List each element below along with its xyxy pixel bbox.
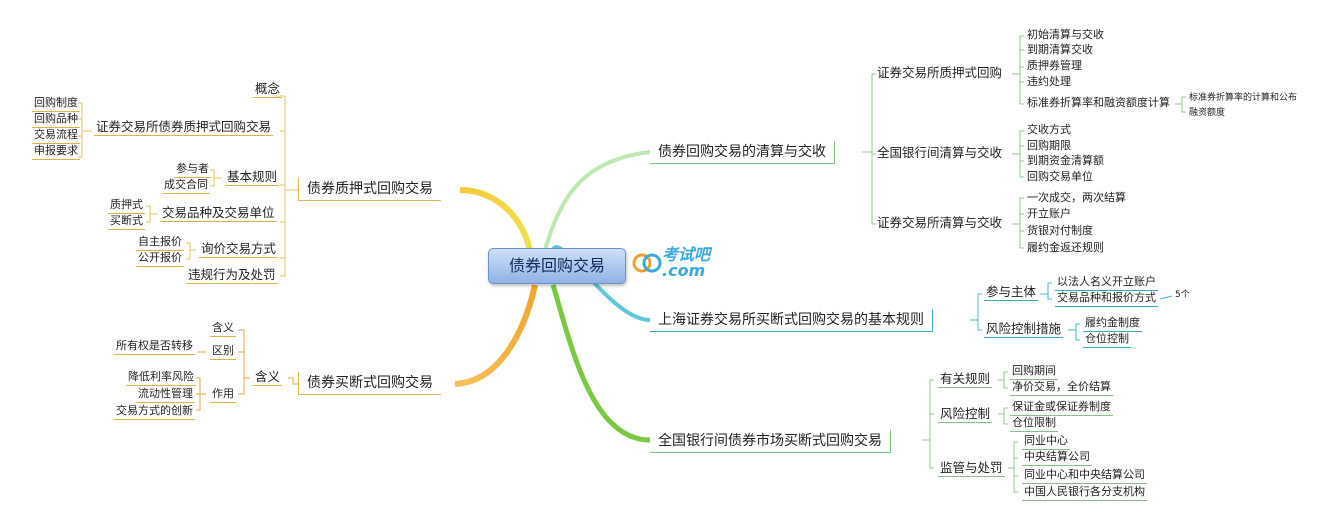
item-funds-amount[interactable]: 到期资金清算额 xyxy=(1027,154,1104,167)
item-innovation[interactable]: 交易方式的创新 xyxy=(114,404,195,420)
item-trade-flow[interactable]: 交易流程 xyxy=(32,128,80,144)
node-supervision[interactable]: 监管与处罚 xyxy=(938,460,1005,478)
logo-text: 考试吧 .com xyxy=(662,247,710,279)
node-risk-control[interactable]: 风险控制 xyxy=(938,406,993,424)
note-rate-publish[interactable]: 标准券折算率的计算和公布 xyxy=(1189,93,1298,103)
logo-circles-icon xyxy=(632,253,662,273)
node-sub-meaning[interactable]: 含义 xyxy=(210,321,236,337)
item-ownership-transfer[interactable]: 所有权是否转移 xyxy=(114,339,195,355)
node-clearing[interactable]: 债券回购交易的清算与交收 xyxy=(650,141,835,165)
node-interbank-outright[interactable]: 全国银行间债券市场买断式回购交易 xyxy=(650,430,891,454)
logo-domain: .com xyxy=(662,261,706,280)
item-collateral-mgmt[interactable]: 质押券管理 xyxy=(1027,59,1082,72)
logo-brand: 考试吧 xyxy=(662,245,711,264)
node-outright-repo[interactable]: 债券买断式回购交易 xyxy=(298,372,441,396)
node-exchange-clearing[interactable]: 证券交易所清算与交收 xyxy=(877,215,1003,230)
node-participants[interactable]: 参与主体 xyxy=(984,284,1039,302)
node-difference[interactable]: 区别 xyxy=(210,344,236,360)
node-violation[interactable]: 违规行为及处罚 xyxy=(186,267,278,285)
node-inquiry[interactable]: 询价交易方式 xyxy=(199,241,279,259)
item-maturity-clearing[interactable]: 到期清算交收 xyxy=(1027,43,1093,56)
node-risk-measures[interactable]: 风险控制措施 xyxy=(984,321,1064,339)
node-meaning[interactable]: 含义 xyxy=(253,369,283,387)
node-basic-rules[interactable]: 基本规则 xyxy=(225,169,280,187)
item-one-deal-two-settle[interactable]: 一次成交，两次结算 xyxy=(1027,191,1126,204)
kaoshiba-logo: 考试吧 .com xyxy=(632,245,744,281)
item-trade-unit[interactable]: 回购交易单位 xyxy=(1027,170,1093,183)
node-concept[interactable]: 概念 xyxy=(253,81,283,99)
item-pboc-branches[interactable]: 中国人民银行各分支机构 xyxy=(1022,485,1147,501)
item-conversion-rate[interactable]: 标准券折算率和融资额度计算 xyxy=(1027,96,1170,109)
item-initial-clearing[interactable]: 初始清算与交收 xyxy=(1027,28,1104,41)
item-open-account[interactable]: 开立账户 xyxy=(1027,207,1071,220)
node-exchange-pledge-clearing[interactable]: 证券交易所质押式回购 xyxy=(877,65,1003,80)
item-repo-system[interactable]: 回购制度 xyxy=(32,96,80,112)
node-interbank-clearing[interactable]: 全国银行间清算与交收 xyxy=(877,145,1003,160)
item-public-quote[interactable]: 公开报价 xyxy=(136,251,184,267)
note-financing-limit[interactable]: 融资额度 xyxy=(1189,108,1226,118)
item-variety-quote[interactable]: 交易品种和报价方式 xyxy=(1055,291,1158,307)
item-self-quote[interactable]: 自主报价 xyxy=(136,235,184,251)
item-outright-type[interactable]: 买断式 xyxy=(108,214,145,230)
node-exchange-pledge[interactable]: 证券交易所债券质押式回购交易 xyxy=(94,119,274,137)
item-legal-account[interactable]: 以法人名义开立账户 xyxy=(1055,275,1158,291)
item-margin-system[interactable]: 履约金制度 xyxy=(1083,316,1142,332)
item-margin-return[interactable]: 履约金返还规则 xyxy=(1027,241,1104,254)
item-contract[interactable]: 成交合同 xyxy=(162,178,210,194)
item-dvp[interactable]: 货银对付制度 xyxy=(1027,224,1093,237)
item-deposit-system[interactable]: 保证金或保证券制度 xyxy=(1010,400,1113,416)
note-five[interactable]: 5个 xyxy=(1175,290,1190,300)
item-position-control[interactable]: 仓位控制 xyxy=(1083,332,1131,348)
node-shanghai-rules[interactable]: 上海证券交易所买断式回购交易的基本规则 xyxy=(650,309,933,333)
node-function[interactable]: 作用 xyxy=(210,387,236,403)
item-report-req[interactable]: 申报要求 xyxy=(32,144,80,160)
item-center-and-clearing[interactable]: 同业中心和中央结算公司 xyxy=(1022,468,1147,484)
item-interbank-center[interactable]: 同业中心 xyxy=(1022,434,1070,450)
node-pledge-repo[interactable]: 债券质押式回购交易 xyxy=(298,178,441,202)
item-participant[interactable]: 参与者 xyxy=(174,162,211,178)
item-central-clearing[interactable]: 中央结算公司 xyxy=(1022,450,1092,466)
item-pledge-type[interactable]: 质押式 xyxy=(108,198,145,214)
item-reduce-rate-risk[interactable]: 降低利率风险 xyxy=(126,370,196,386)
item-position-limit[interactable]: 仓位限制 xyxy=(1010,416,1058,432)
item-repo-term[interactable]: 回购期限 xyxy=(1027,139,1071,152)
node-related-rules[interactable]: 有关规则 xyxy=(938,371,993,389)
item-repo-period[interactable]: 回购期间 xyxy=(1010,364,1058,380)
item-net-price[interactable]: 净价交易，全价结算 xyxy=(1010,380,1113,396)
item-settlement-method[interactable]: 交收方式 xyxy=(1027,123,1071,136)
node-varieties[interactable]: 交易品种及交易单位 xyxy=(160,205,277,223)
item-liquidity[interactable]: 流动性管理 xyxy=(136,387,195,403)
item-repo-variety[interactable]: 回购品种 xyxy=(32,112,80,128)
root-node[interactable]: 债券回购交易 xyxy=(488,248,626,284)
item-default-handling[interactable]: 违约处理 xyxy=(1027,75,1071,88)
